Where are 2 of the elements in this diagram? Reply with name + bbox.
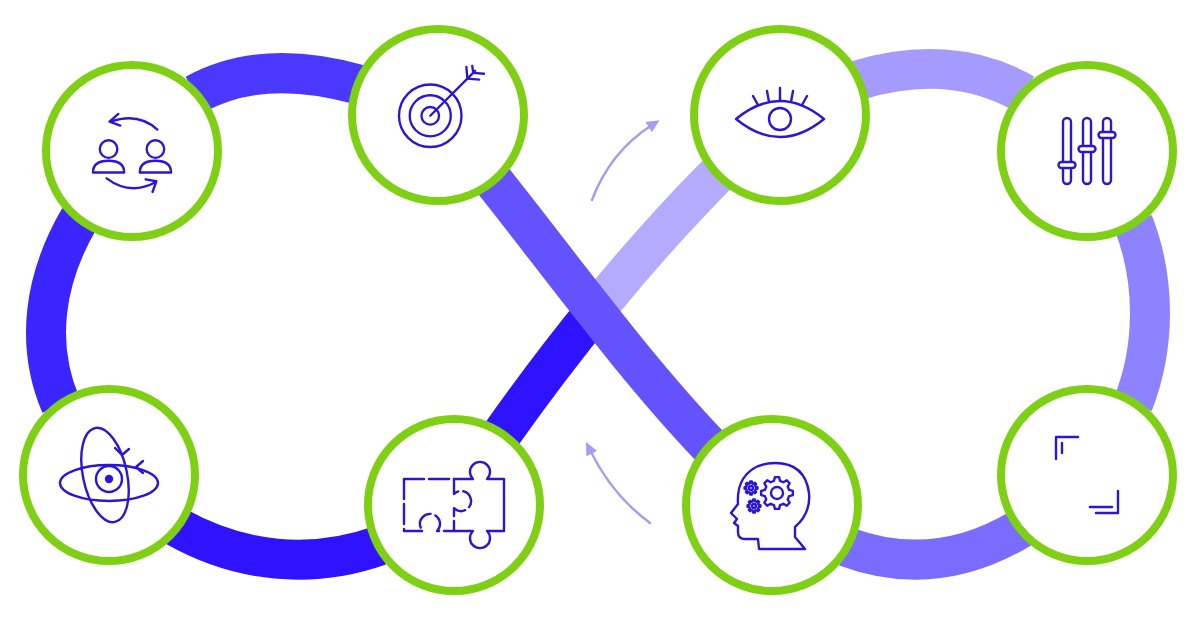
loop-band	[167, 509, 386, 580]
loop-band	[1114, 215, 1170, 411]
